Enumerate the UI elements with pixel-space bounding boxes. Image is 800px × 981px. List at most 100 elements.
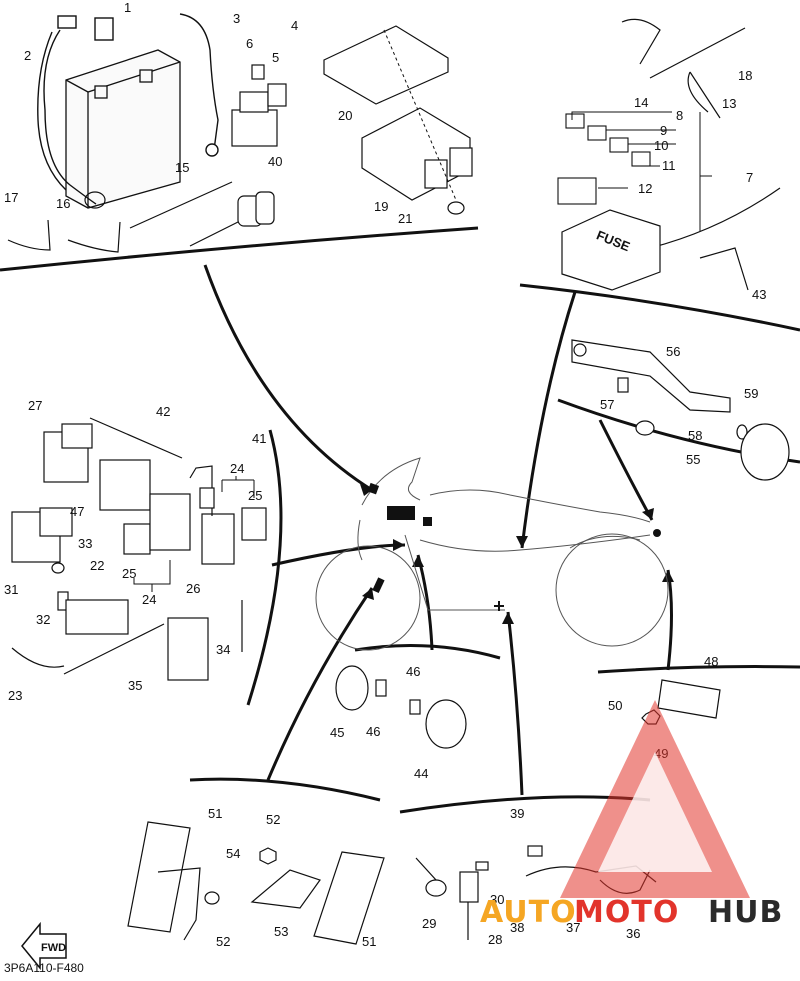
leader-side-reflector xyxy=(266,587,374,781)
relay-fuse xyxy=(267,83,287,107)
callout-40: 40 xyxy=(268,154,282,169)
callout-58: 58 xyxy=(688,428,702,443)
ring-terminal xyxy=(205,143,219,157)
cdi-marker xyxy=(387,506,415,520)
negative-lead xyxy=(43,29,97,205)
arrowhead xyxy=(502,612,514,624)
fuse-group: FUSE xyxy=(557,18,781,291)
arrowhead xyxy=(362,588,374,600)
fuse-10 xyxy=(609,137,629,153)
battery-group xyxy=(7,13,473,253)
horn-44 xyxy=(425,699,467,749)
watermark-text-moto: MOTO xyxy=(574,895,679,930)
clip-43 xyxy=(699,247,749,291)
forward-arrow: FWD xyxy=(21,921,67,971)
socket-lead xyxy=(189,221,239,247)
callout-47: 47 xyxy=(70,504,84,519)
callout-4: 4 xyxy=(291,18,298,33)
fuse-12-holder xyxy=(557,177,597,205)
negative-lead-b xyxy=(37,31,67,191)
callout-50: 50 xyxy=(608,698,622,713)
callout-46: 46 xyxy=(406,664,420,679)
callout-17: 17 xyxy=(4,190,18,205)
frame-fuse-group xyxy=(519,283,800,332)
front-fairing xyxy=(361,457,421,506)
taillight-group xyxy=(571,339,790,481)
callout-45: 45 xyxy=(330,725,344,740)
switch-marker xyxy=(494,601,504,611)
arrowhead xyxy=(360,484,372,496)
side-reflector-group xyxy=(127,821,385,945)
relay-group xyxy=(11,417,267,681)
relay-47 xyxy=(99,459,151,511)
arrowhead xyxy=(642,508,654,520)
callout-44: 44 xyxy=(414,766,428,781)
callout-27: 27 xyxy=(28,398,42,413)
screw-30 xyxy=(475,861,489,871)
battery-terminal-pos xyxy=(139,69,153,83)
callout-26: 26 xyxy=(186,581,200,596)
switch-group xyxy=(415,845,657,940)
callout-56: 56 xyxy=(666,344,680,359)
tank-seat-line xyxy=(429,489,651,523)
group-frames xyxy=(0,226,800,814)
relay-brackets xyxy=(133,476,255,592)
bracket-8 xyxy=(571,111,672,120)
callout-25b: 25 xyxy=(122,566,136,581)
battery-body xyxy=(65,49,181,209)
arrowhead xyxy=(393,539,405,551)
callout-28: 28 xyxy=(488,932,502,947)
callout-37: 37 xyxy=(566,920,580,935)
rear-wheel xyxy=(555,533,669,647)
fuse-bracket-lines xyxy=(571,111,712,232)
fuse-box: FUSE xyxy=(561,209,661,291)
washer-33 xyxy=(51,562,65,574)
bracket-53 xyxy=(250,869,321,909)
nut-58 xyxy=(635,420,655,436)
starter-relay xyxy=(231,64,287,147)
callout-23: 23 xyxy=(8,688,22,703)
callout-46b: 46 xyxy=(366,724,380,739)
callout-35: 35 xyxy=(128,678,142,693)
callout-33: 33 xyxy=(78,536,92,551)
relay-24a xyxy=(149,493,191,551)
clamp-16 xyxy=(67,221,121,253)
blade-fuses xyxy=(557,113,651,205)
callout-24: 24 xyxy=(230,461,244,476)
callout-7: 7 xyxy=(746,170,753,185)
bracket-24-bottom xyxy=(133,560,171,592)
fuse-harness-line xyxy=(649,187,781,249)
relay-top xyxy=(239,91,269,113)
frame-relay-group xyxy=(246,429,283,706)
arrowhead xyxy=(412,555,424,567)
callout-10: 10 xyxy=(654,138,668,153)
callout-38: 38 xyxy=(510,920,524,935)
callout-52b: 52 xyxy=(216,934,230,949)
leader-battery xyxy=(203,264,373,492)
callout-43: 43 xyxy=(752,287,766,302)
front-wheel xyxy=(315,545,421,651)
reflector-51b xyxy=(313,851,385,945)
relay-26 xyxy=(167,617,209,681)
arrowhead xyxy=(516,536,528,548)
cdi-plug-2 xyxy=(449,147,473,177)
callout-29: 29 xyxy=(422,916,436,931)
relay-31-top xyxy=(39,507,73,537)
cdi-dashed-line xyxy=(383,29,457,201)
tail-marker xyxy=(653,529,661,537)
bolt-46b xyxy=(409,699,421,715)
cdi-cover xyxy=(323,25,449,105)
fuse-8 xyxy=(565,113,585,129)
clamp-14 xyxy=(621,18,661,65)
leader-reflector xyxy=(666,569,673,671)
fuse-harness xyxy=(621,18,781,291)
callout-36: 36 xyxy=(626,926,640,941)
rear-fender xyxy=(569,535,641,549)
callout-3: 3 xyxy=(233,11,240,26)
washer-59 xyxy=(736,424,748,440)
callout-42: 42 xyxy=(156,404,170,419)
reflector-51a xyxy=(127,821,191,933)
bracket-56 xyxy=(571,339,731,413)
